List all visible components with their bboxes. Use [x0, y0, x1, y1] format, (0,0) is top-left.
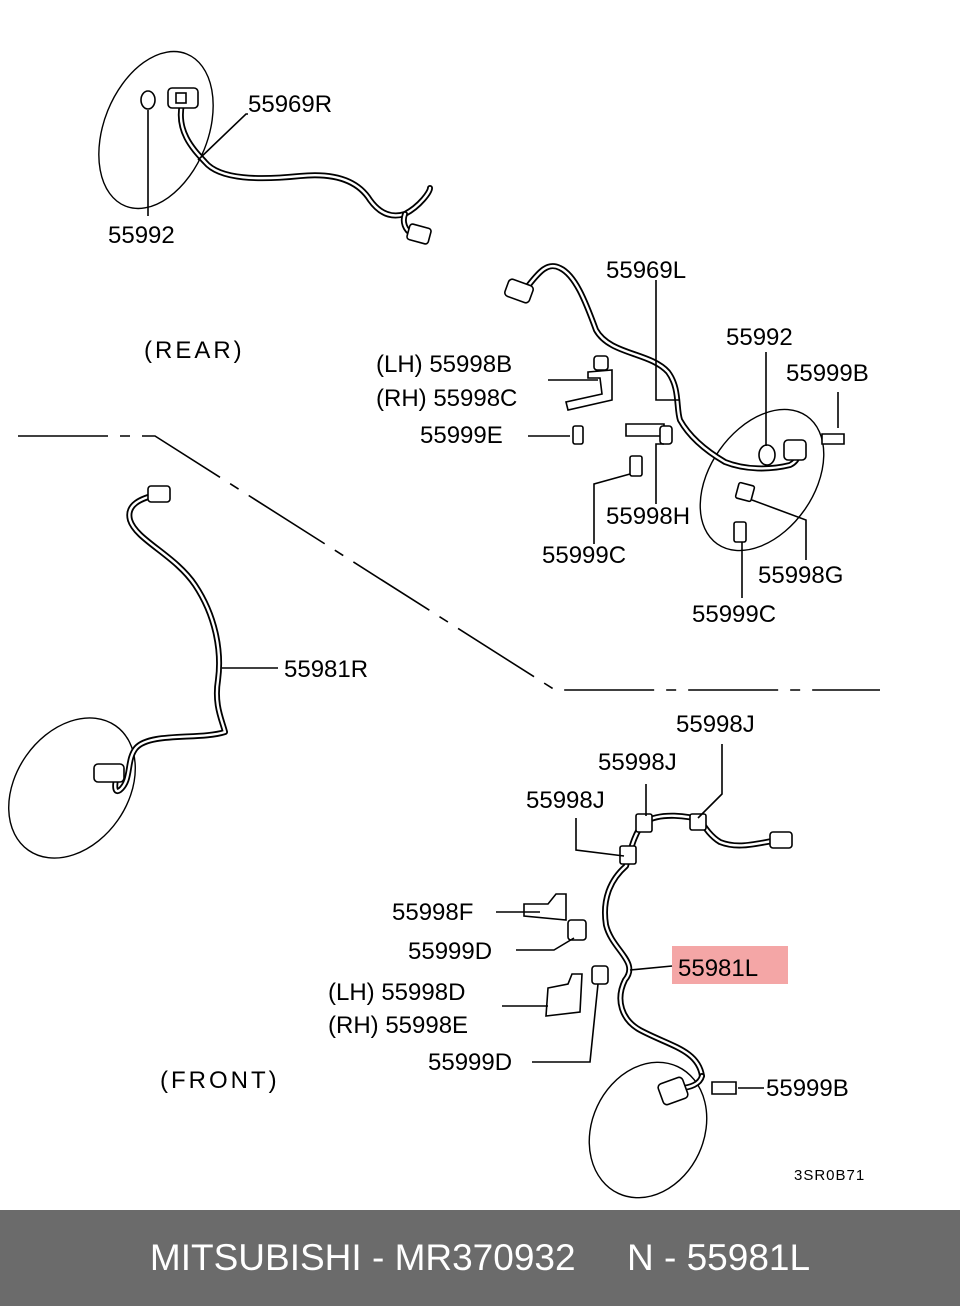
label-55998H: 55998H	[606, 503, 690, 530]
front-left-wheel-outline	[588, 1061, 708, 1199]
label-55998F: 55998F	[392, 899, 473, 926]
footer-gap	[576, 1237, 627, 1279]
label-55999E: 55999E	[420, 422, 503, 449]
label-55999D-b: 55999D	[428, 1049, 512, 1076]
label-55999B-top: 55999B	[786, 360, 869, 387]
front-right-connector	[147, 485, 171, 503]
clip-55998H	[659, 425, 673, 445]
rear-left-wheel-outline	[699, 408, 825, 552]
clip-55998J-c	[689, 813, 707, 831]
footer-banner: MITSUBISHI - MR370932 N - 55981L	[0, 1210, 960, 1306]
rear-right-harness	[177, 101, 433, 237]
label-55998C: (RH) 55998C	[376, 385, 517, 412]
bracket-55998F	[523, 893, 567, 921]
label-55999D-a: 55999D	[408, 938, 492, 965]
label-55998G: 55998G	[758, 562, 843, 589]
label-55969R: 55969R	[248, 91, 332, 118]
rear-left-connector	[504, 278, 534, 304]
footer-part-number: MR370932	[394, 1237, 576, 1278]
rear-left-harness	[522, 263, 802, 472]
front-left-connector	[769, 831, 793, 849]
bracket-55998H	[625, 423, 665, 437]
bolt-55999C-b	[733, 521, 747, 543]
footer-ref: N - 55981L	[626, 1237, 811, 1278]
leader-55998J-c	[697, 744, 723, 819]
clip-55998B	[593, 355, 609, 371]
figure-code: 3SR0B71	[794, 1167, 865, 1184]
leader-55969R	[197, 113, 248, 161]
front-left-harness	[602, 812, 783, 1091]
label-55998J-b: 55998J	[598, 749, 677, 776]
label-55969L: 55969L	[606, 257, 686, 284]
rear-left-sensor-assembly	[504, 263, 845, 598]
label-55998B: (LH) 55998B	[376, 351, 512, 378]
label-55999B-bottom: 55999B	[766, 1075, 849, 1102]
front-left-sensor-head	[657, 1076, 689, 1106]
rear-right-grommet-55992	[140, 90, 156, 110]
front-left-sensor-assembly	[496, 744, 793, 1199]
section-front: (FRONT)	[160, 1067, 280, 1094]
leader-55999D-a	[516, 937, 575, 951]
leader-55998H	[655, 443, 664, 504]
rear-left-sensor-head	[783, 439, 807, 461]
front-right-sensor-assembly	[8, 485, 278, 859]
rear-right-wheel-outline	[98, 50, 214, 210]
label-55981L: 55981L	[678, 955, 758, 982]
leader-55999C-a	[593, 473, 631, 544]
bracket-55998G	[734, 481, 756, 503]
highlight-55981L	[672, 946, 788, 984]
label-55981R: 55981R	[284, 656, 368, 683]
rear-right-sensor-assembly	[98, 50, 433, 245]
front-right-harness	[112, 491, 228, 795]
leader-55999D-b	[532, 983, 599, 1063]
front-right-sensor-head	[93, 763, 125, 783]
label-55998E: (RH) 55998E	[328, 1012, 468, 1039]
bolt-55999E	[572, 425, 584, 445]
parts-diagram: 55969R 55992 (REAR) 55969L 55992 55999B …	[8, 50, 880, 1199]
bolt-55999B-top	[821, 433, 845, 445]
rear-left-grommet-55992	[758, 444, 776, 466]
rear-right-connector	[406, 223, 432, 245]
bolt-55999D-b	[591, 965, 609, 985]
leader-55998G	[751, 499, 807, 560]
rear-right-sensor-body	[175, 92, 187, 104]
leader-55969L	[655, 280, 680, 401]
label-55999C-a: 55999C	[542, 542, 626, 569]
label-55998J-a: 55998J	[526, 787, 605, 814]
bracket-55998B	[565, 369, 613, 411]
footer-brand: MITSUBISHI	[149, 1237, 362, 1278]
section-rear: (REAR)	[144, 337, 245, 364]
bolt-55999D-a	[567, 919, 587, 941]
label-55998D: (LH) 55998D	[328, 979, 465, 1006]
bolt-55999B-bottom	[711, 1081, 737, 1095]
label-55992-mid: 55992	[726, 324, 793, 351]
bolt-55999C-a	[629, 455, 643, 477]
front-right-wheel-outline	[8, 717, 136, 859]
rear-front-divider	[18, 435, 880, 691]
label-55992-rear: 55992	[108, 222, 175, 249]
leader-55998J-a	[575, 818, 625, 857]
label-55998J-c: 55998J	[676, 711, 755, 738]
label-55999C-b: 55999C	[692, 601, 776, 628]
clip-55998J-b	[635, 813, 653, 833]
bracket-55998D	[545, 973, 583, 1017]
footer-separator: -	[361, 1237, 395, 1278]
leader-55981L	[629, 965, 673, 971]
